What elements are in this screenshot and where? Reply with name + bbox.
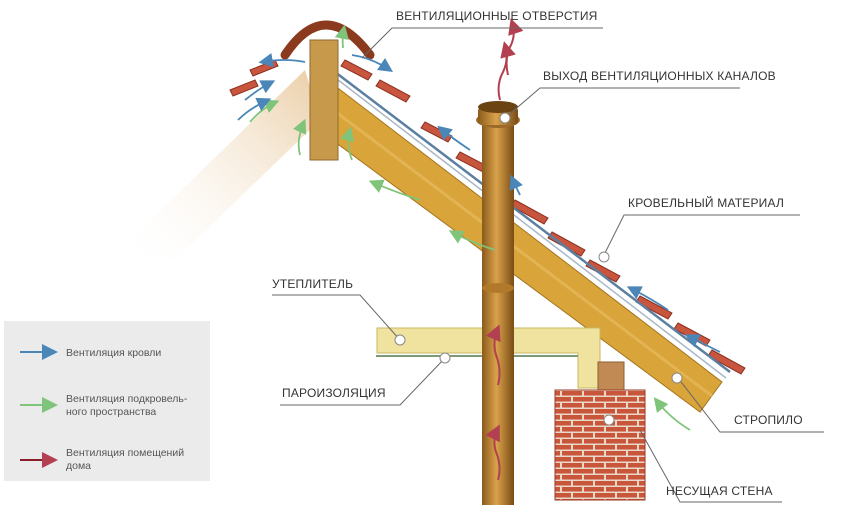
insulation (376, 327, 601, 389)
brick-wall (554, 389, 646, 501)
label-vent-outlet: ВЫХОД ВЕНТИЛЯЦИОННЫХ КАНАЛОВ (543, 69, 776, 83)
legend-underroof-line2: ного пространства (66, 406, 156, 418)
label-vapor-barrier: ПАРОИЗОЛЯЦИЯ (282, 386, 386, 400)
label-insulation: УТЕПЛИТЕЛЬ (272, 277, 353, 291)
legend-house-line1: Вентиляция помещений (66, 447, 184, 459)
legend-panel (4, 321, 210, 481)
legend-house-line2: дома (66, 460, 91, 472)
roof-vent-arrows (237, 53, 721, 353)
ventilation-pipe (482, 120, 514, 505)
ridge-cap (280, 20, 375, 60)
label-rafter: СТРОПИЛО (734, 413, 803, 427)
legend: Вентиляция кровли Вентиляция подкровель-… (20, 344, 188, 472)
legend-roof-label: Вентиляция кровли (66, 347, 161, 359)
label-vent-holes: ВЕНТИЛЯЦИОННЫЕ ОТВЕРСТИЯ (396, 9, 598, 23)
house-vent-arrows (485, 18, 524, 481)
label-load-bearing-wall: НЕСУЩАЯ СТЕНА (666, 484, 773, 498)
wall-plate (597, 361, 625, 393)
callout-lines (272, 27, 824, 503)
roof-membrane (334, 71, 731, 373)
ridge-post (309, 39, 339, 161)
label-roofing-material: КРОВЕЛЬНЫЙ МАТЕРИАЛ (628, 195, 784, 210)
left-roof-slope (120, 70, 320, 260)
legend-underroof-line1: Вентиляция подкровель- (66, 393, 188, 405)
callout-dots (394, 112, 683, 426)
